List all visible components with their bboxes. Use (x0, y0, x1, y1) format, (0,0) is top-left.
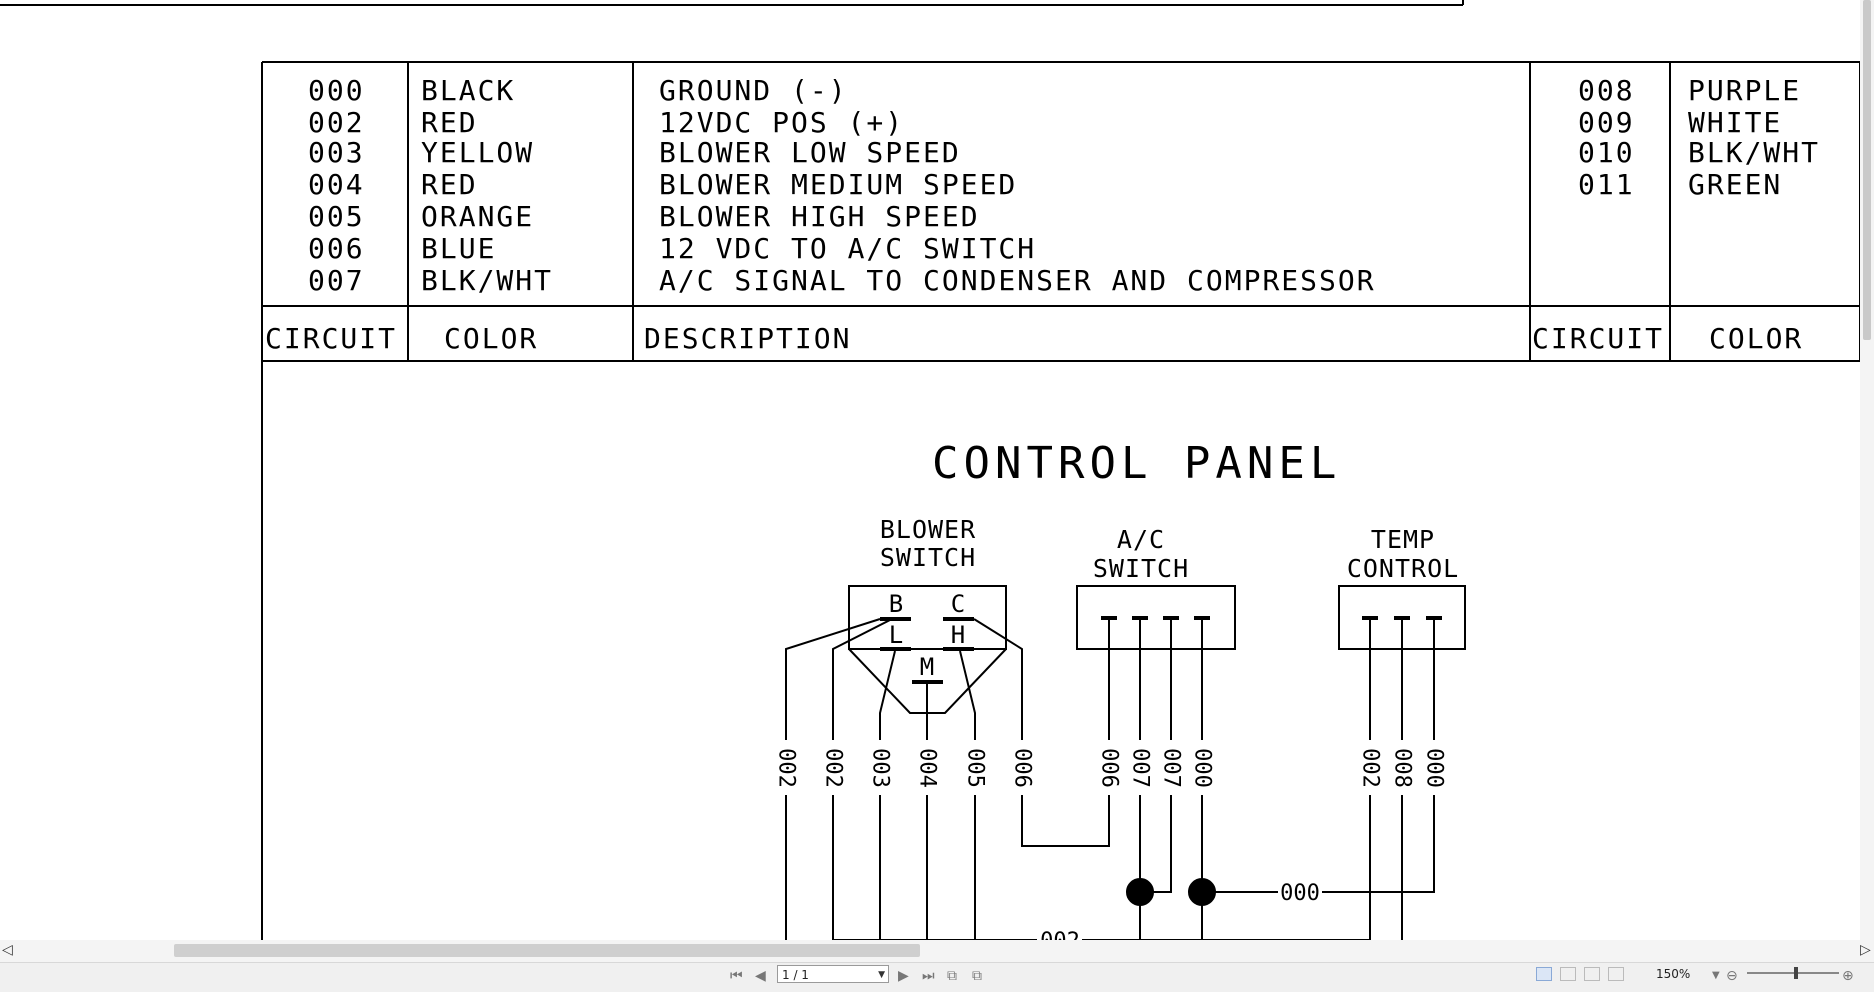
ac-switch (1076, 585, 1236, 740)
header-description: DESCRIPTION (644, 322, 851, 355)
legend-description: A/C SIGNAL TO CONDENSER AND COMPRESSOR (659, 264, 1376, 297)
horizontal-scroll-thumb[interactable] (174, 944, 920, 957)
legend-color-right: GREEN (1688, 168, 1782, 201)
chevron-down-icon[interactable]: ▼ (878, 970, 885, 980)
continuous-view-icon[interactable] (1560, 967, 1576, 981)
zoom-out-icon[interactable]: ⊖ (1726, 968, 1738, 984)
paste-page-icon[interactable]: ⧉ (972, 968, 982, 984)
header-color-right: COLOR (1709, 322, 1803, 355)
facing-view-icon[interactable] (1584, 967, 1600, 981)
legend-color: RED (421, 106, 478, 139)
legend-color: BLUE (421, 232, 496, 265)
next-page-icon[interactable]: ▶ (898, 968, 909, 984)
splice-007 (1126, 878, 1154, 906)
horizontal-scrollbar[interactable]: ◁ ▷ (0, 940, 1874, 962)
zoom-level[interactable]: 150% (1656, 967, 1691, 981)
legend-circuit-right: 008 (1578, 74, 1635, 107)
previous-page-icon[interactable]: ◀ (755, 968, 766, 984)
zoom-in-icon[interactable]: ⊕ (1842, 968, 1854, 984)
wire-label: 007 (1159, 748, 1184, 788)
legend-color: RED (421, 168, 478, 201)
legend-description: BLOWER HIGH SPEED (659, 200, 980, 233)
wire-label: 008 (1390, 748, 1415, 788)
legend-circuit: 007 (308, 264, 365, 297)
legend-color: BLACK (421, 74, 515, 107)
wire-label: 005 (963, 748, 988, 788)
diagram-title: CONTROL PANEL (932, 438, 1341, 489)
first-page-icon[interactable]: ⏮ (730, 968, 743, 984)
wire-label: 006 (1010, 748, 1035, 788)
vertical-scrollbar[interactable] (1860, 0, 1874, 940)
legend-description: 12VDC POS (+) (659, 106, 904, 139)
wire-label: 000 (1422, 748, 1447, 788)
legend-description: BLOWER MEDIUM SPEED (659, 168, 1017, 201)
legend-color: YELLOW (421, 136, 534, 169)
status-bar: ⏮ ◀ 1 / 1 ▼ ▶ ⏭ ⧉ ⧉ 150% ▼ ⊖ ⊕ (0, 962, 1874, 992)
wire-label: 002 (774, 748, 799, 788)
legend-circuit-right: 011 (1578, 168, 1635, 201)
split-view-icon[interactable] (1608, 967, 1624, 981)
legend-color-right: PURPLE (1688, 74, 1801, 107)
wire-label: 002 (821, 748, 846, 788)
vertical-scroll-thumb[interactable] (1863, 0, 1871, 340)
legend-circuit: 000 (308, 74, 365, 107)
terminal-m: M (920, 653, 934, 681)
blower-switch: B C L H M (785, 585, 1023, 740)
wire-label: 002 (1358, 748, 1383, 788)
wire-label: 000 (1190, 748, 1215, 788)
wiring (785, 795, 1435, 940)
scroll-right-icon[interactable]: ▷ (1860, 942, 1871, 958)
single-page-view-icon[interactable] (1536, 967, 1552, 981)
temp-control-label-1: TEMP (1371, 525, 1435, 554)
legend-description: 12 VDC TO A/C SWITCH (659, 232, 1036, 265)
wire-label: 003 (868, 748, 893, 788)
page-number-input[interactable]: 1 / 1 ▼ (777, 965, 889, 983)
bus-label-000: 000 (1280, 881, 1320, 906)
scroll-left-icon[interactable]: ◁ (2, 942, 13, 958)
zoom-slider[interactable] (1747, 967, 1839, 979)
blower-switch-label-2: SWITCH (880, 543, 976, 572)
wire-label: 004 (915, 748, 940, 788)
legend-circuit-right: 010 (1578, 136, 1635, 169)
wire-label: 007 (1128, 748, 1153, 788)
bus-label-002: 002 (1040, 929, 1080, 940)
zoom-slider-knob[interactable] (1794, 967, 1798, 979)
header-circuit-right: CIRCUIT (1532, 322, 1664, 355)
ac-switch-label-1: A/C (1117, 525, 1165, 554)
copy-page-icon[interactable]: ⧉ (947, 968, 957, 984)
legend-circuit: 003 (308, 136, 365, 169)
legend-circuit: 004 (308, 168, 365, 201)
temp-control-label-2: CONTROL (1347, 554, 1459, 583)
legend-circuit: 006 (308, 232, 365, 265)
terminal-b: B (889, 590, 903, 618)
legend-description: BLOWER LOW SPEED (659, 136, 961, 169)
terminal-l: L (889, 621, 903, 649)
header-color: COLOR (444, 322, 538, 355)
legend-table (261, 61, 1860, 940)
ac-switch-label-2: SWITCH (1093, 554, 1189, 583)
zoom-dropdown-icon[interactable]: ▼ (1712, 970, 1720, 981)
legend-circuit-right: 009 (1578, 106, 1635, 139)
wire-label: 006 (1097, 748, 1122, 788)
page-number-value: 1 / 1 (782, 968, 809, 982)
legend-color: ORANGE (421, 200, 534, 233)
legend-circuit: 005 (308, 200, 365, 233)
header-circuit: CIRCUIT (265, 322, 397, 355)
terminal-h: H (951, 621, 965, 649)
legend-circuit: 002 (308, 106, 365, 139)
last-page-icon[interactable]: ⏭ (922, 968, 935, 984)
temp-control (1338, 585, 1466, 740)
blower-switch-label-1: BLOWER (880, 515, 976, 544)
legend-color-right: WHITE (1688, 106, 1782, 139)
terminal-c: C (951, 590, 965, 618)
legend-color: BLK/WHT (421, 264, 553, 297)
legend-description: GROUND (-) (659, 74, 848, 107)
legend-color-right: BLK/WHT (1688, 136, 1820, 169)
splice-000 (1188, 878, 1216, 906)
